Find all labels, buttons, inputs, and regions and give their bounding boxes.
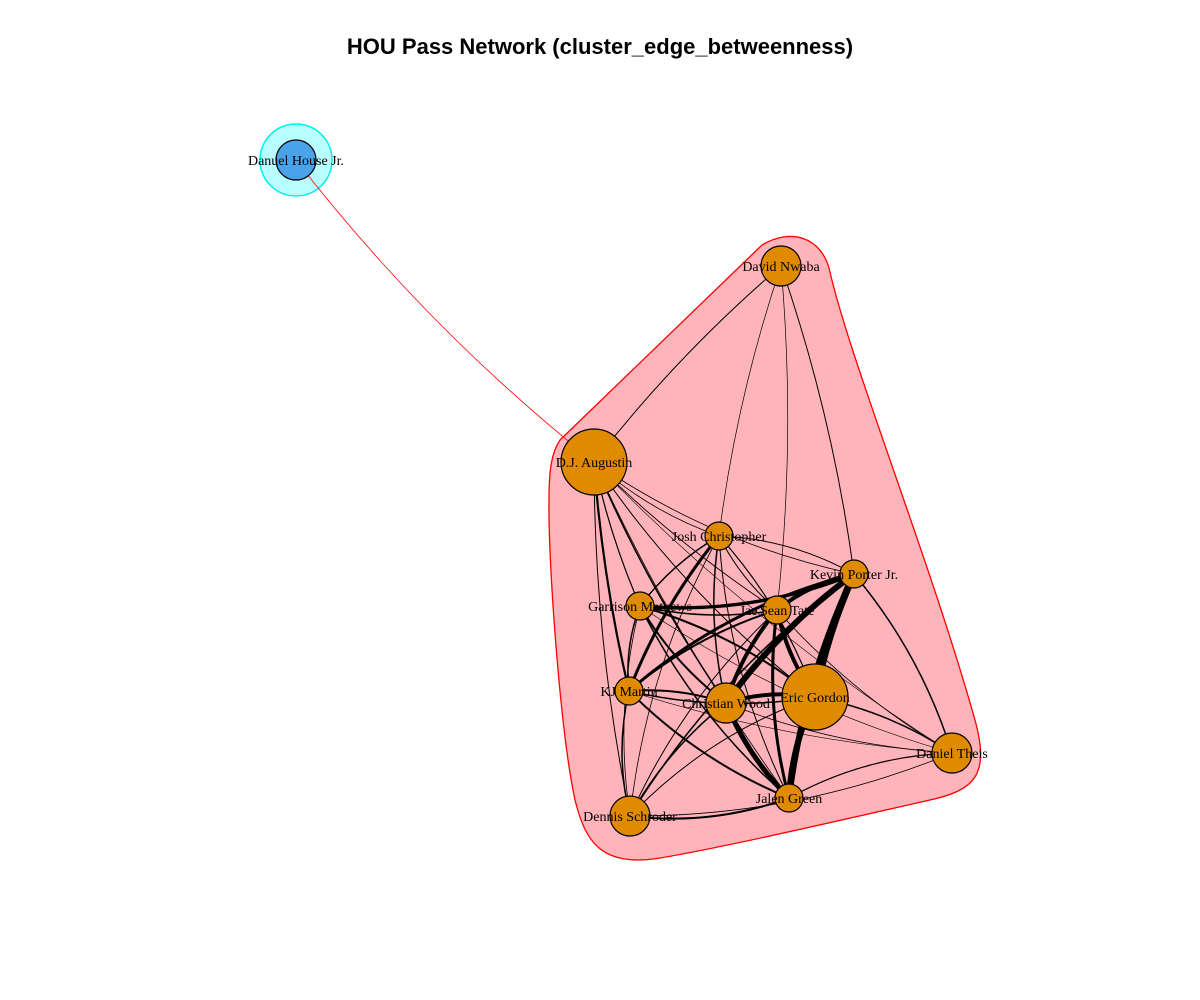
edge-augustin-gordon xyxy=(593,461,816,698)
node-gordon[interactable] xyxy=(781,663,849,731)
edge-christopher-green xyxy=(718,535,790,799)
edge-wood-theis xyxy=(725,702,953,754)
edge-nwaba-tate xyxy=(776,265,789,611)
cluster-hulls xyxy=(259,123,982,861)
node-tate[interactable] xyxy=(762,595,792,625)
node-christopher[interactable] xyxy=(704,521,734,551)
edge-christopher-schroder xyxy=(629,535,720,817)
edge-mathews-green xyxy=(639,605,790,799)
node-theis[interactable] xyxy=(931,732,973,774)
edge-porter-mathews xyxy=(639,572,855,610)
node-label-danuel: Danuel House Jr. xyxy=(248,154,344,169)
node-danuel[interactable] xyxy=(275,139,317,181)
node-martin[interactable] xyxy=(614,676,644,706)
node-label-mathews: Garrison Mathews xyxy=(588,600,692,615)
node-porter[interactable] xyxy=(839,559,869,589)
edge-nwaba-christopher xyxy=(718,265,782,537)
edge-christopher-porter xyxy=(718,535,855,575)
edge-tate-martin xyxy=(628,609,778,692)
node-label-wood: Christian Wood xyxy=(682,697,770,712)
pass-edges xyxy=(295,159,953,820)
edge-mathews-tate xyxy=(639,605,778,616)
node-label-martin: KJ Martin xyxy=(600,685,657,700)
node-label-porter: Kevin Porter Jr. xyxy=(810,568,898,583)
node-label-theis: Daniel Theis xyxy=(916,747,988,762)
player-nodes xyxy=(275,139,973,837)
edge-porter-theis xyxy=(853,573,953,754)
node-nwaba[interactable] xyxy=(760,245,802,287)
node-wood[interactable] xyxy=(705,682,747,724)
node-label-schroder: Dennis Schroder xyxy=(583,810,677,825)
edge-martin-green xyxy=(628,690,790,799)
edge-augustin-schroder xyxy=(593,461,631,817)
chart-title: HOU Pass Network (cluster_edge_betweenne… xyxy=(346,34,854,59)
node-mathews[interactable] xyxy=(625,591,655,621)
edge-danuel-augustin xyxy=(295,159,595,463)
node-label-christopher: Josh Christopher xyxy=(672,530,767,545)
node-label-tate: Jae'Sean Tate xyxy=(740,604,815,619)
node-schroder[interactable] xyxy=(609,795,651,837)
node-label-augustin: D.J. Augustin xyxy=(556,456,633,471)
node-label-green: Jalen Green xyxy=(756,792,822,807)
edge-christopher-martin xyxy=(627,535,721,692)
node-augustin[interactable] xyxy=(560,428,628,496)
edge-augustin-green xyxy=(593,461,790,799)
node-green[interactable] xyxy=(774,783,804,813)
edge-tate-schroder xyxy=(629,609,778,817)
node-label-nwaba: David Nwaba xyxy=(742,260,820,275)
edge-tate-green xyxy=(771,609,791,799)
node-label-gordon: Eric Gordon xyxy=(780,691,850,706)
cluster-hull-main xyxy=(548,235,982,861)
edge-nwaba-porter xyxy=(780,265,855,575)
edge-augustin-theis xyxy=(593,461,953,754)
edge-nwaba-augustin xyxy=(593,265,782,463)
